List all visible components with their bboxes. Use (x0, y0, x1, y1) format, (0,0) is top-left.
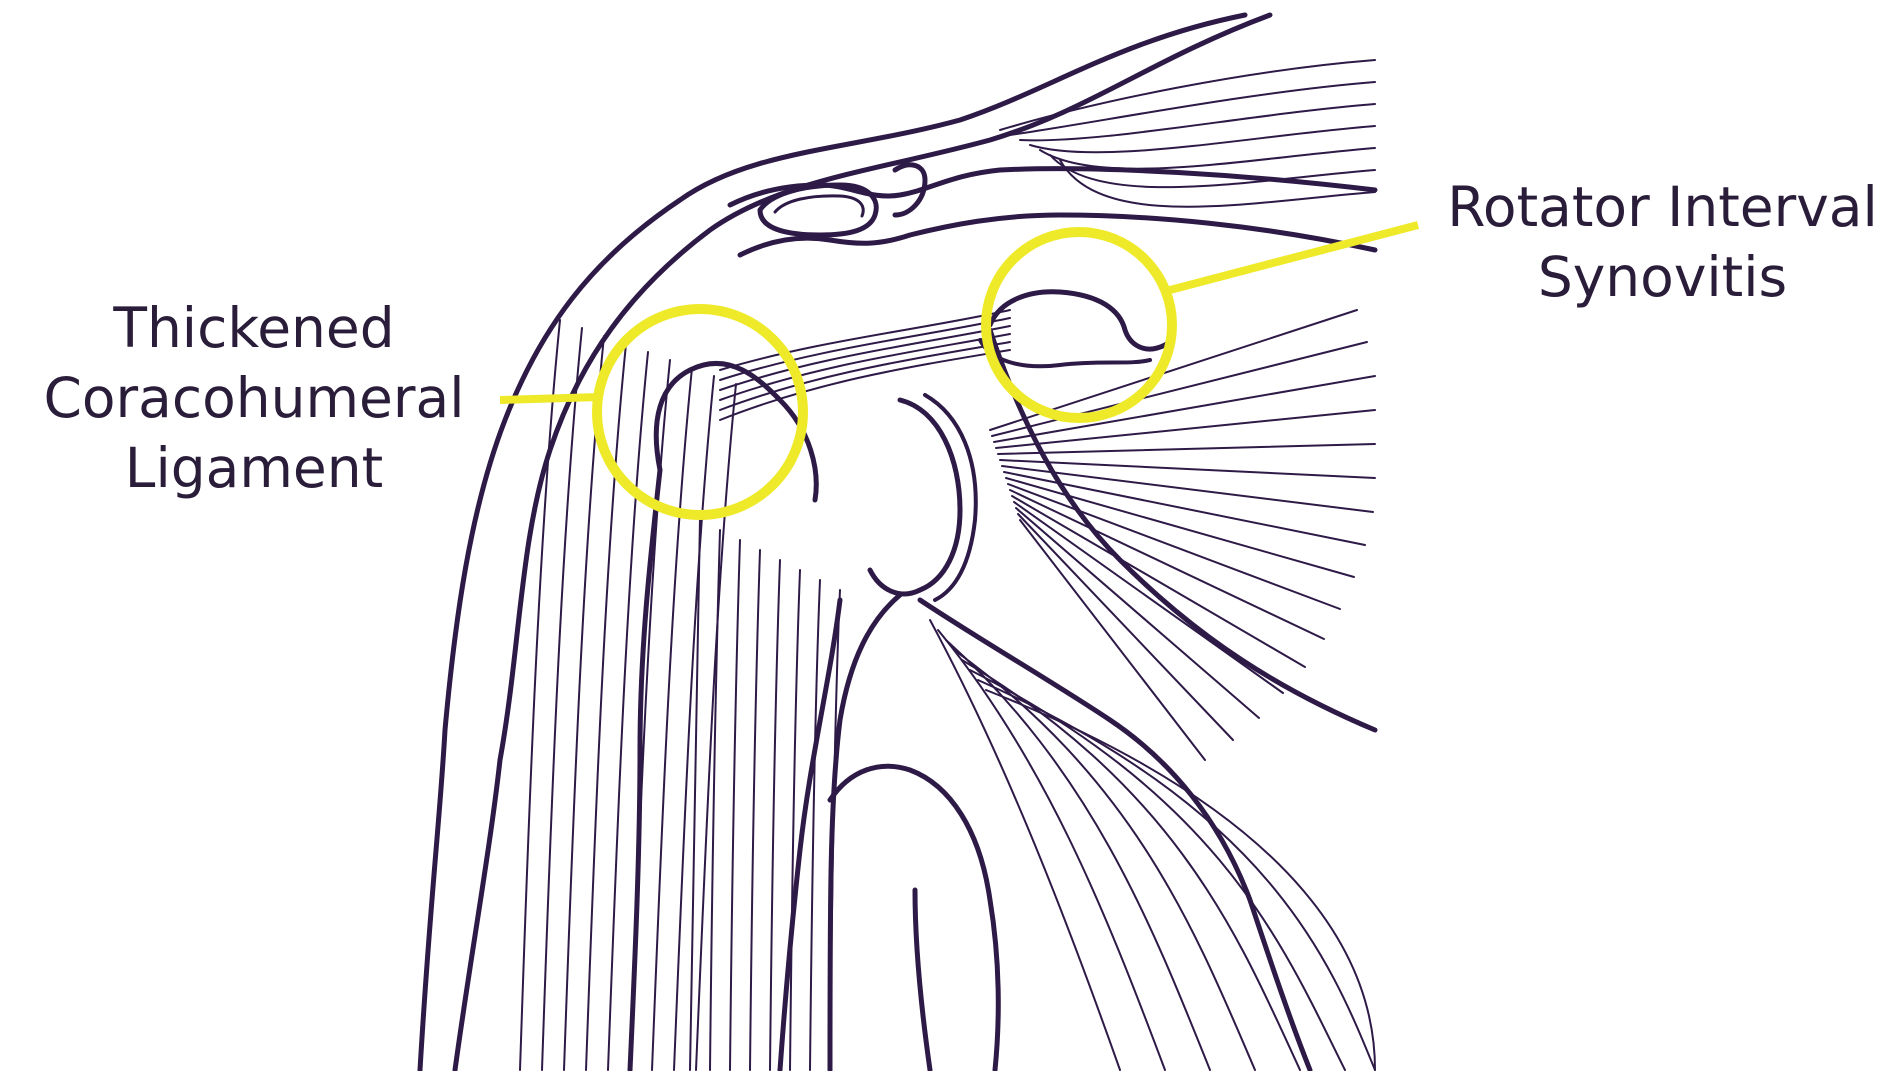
coracoid (990, 292, 1173, 349)
muscle-fiber (1014, 502, 1283, 693)
muscle-fiber (992, 342, 1367, 436)
muscle-fiber (930, 620, 1120, 1070)
biceps-short (915, 890, 930, 1070)
pectoral-edge (990, 330, 1375, 730)
muscle-fiber (1006, 478, 1354, 577)
glenoid (870, 400, 960, 594)
coracoid-lower (980, 340, 1150, 366)
muscle-fiber (1010, 490, 1324, 639)
annotation-label-thickened-coracohumeral-ligament: Thickened Coracohumeral Ligament (14, 293, 494, 503)
muscle-fiber (1018, 514, 1233, 740)
leader-line-left (500, 397, 600, 400)
label-line: Rotator Interval (1425, 172, 1895, 242)
muscle-fiber (710, 530, 720, 1070)
muscle-fiber (674, 376, 714, 1070)
muscle-fiber (998, 444, 1375, 454)
muscle-fiber (962, 660, 1300, 1070)
highlight-circle-right (986, 232, 1172, 418)
muscle-fiber (750, 550, 760, 1070)
muscle-fiber (770, 560, 780, 1070)
highlight-circle-left (597, 309, 803, 515)
glenoid-rim (925, 395, 976, 600)
muscle-fiber (938, 630, 1165, 1070)
muscle-fiber (790, 570, 800, 1070)
muscle-fiber (690, 520, 700, 1070)
muscle-fiber (730, 540, 740, 1070)
label-line: Synovitis (1425, 242, 1895, 312)
muscle-fiber (810, 580, 820, 1070)
label-line: Thickened (14, 293, 494, 363)
label-line: Ligament (14, 433, 494, 503)
muscle-fiber (1040, 148, 1375, 169)
annotation-label-rotator-interval-synovitis: Rotator Interval Synovitis (1425, 172, 1895, 312)
biceps-long (830, 595, 900, 1070)
label-line: Coracohumeral (14, 363, 494, 433)
muscle-fiber (542, 328, 582, 1070)
muscle-fiber (1002, 466, 1373, 512)
acromion-inner (775, 196, 863, 216)
muscle-fiber (1000, 60, 1375, 130)
